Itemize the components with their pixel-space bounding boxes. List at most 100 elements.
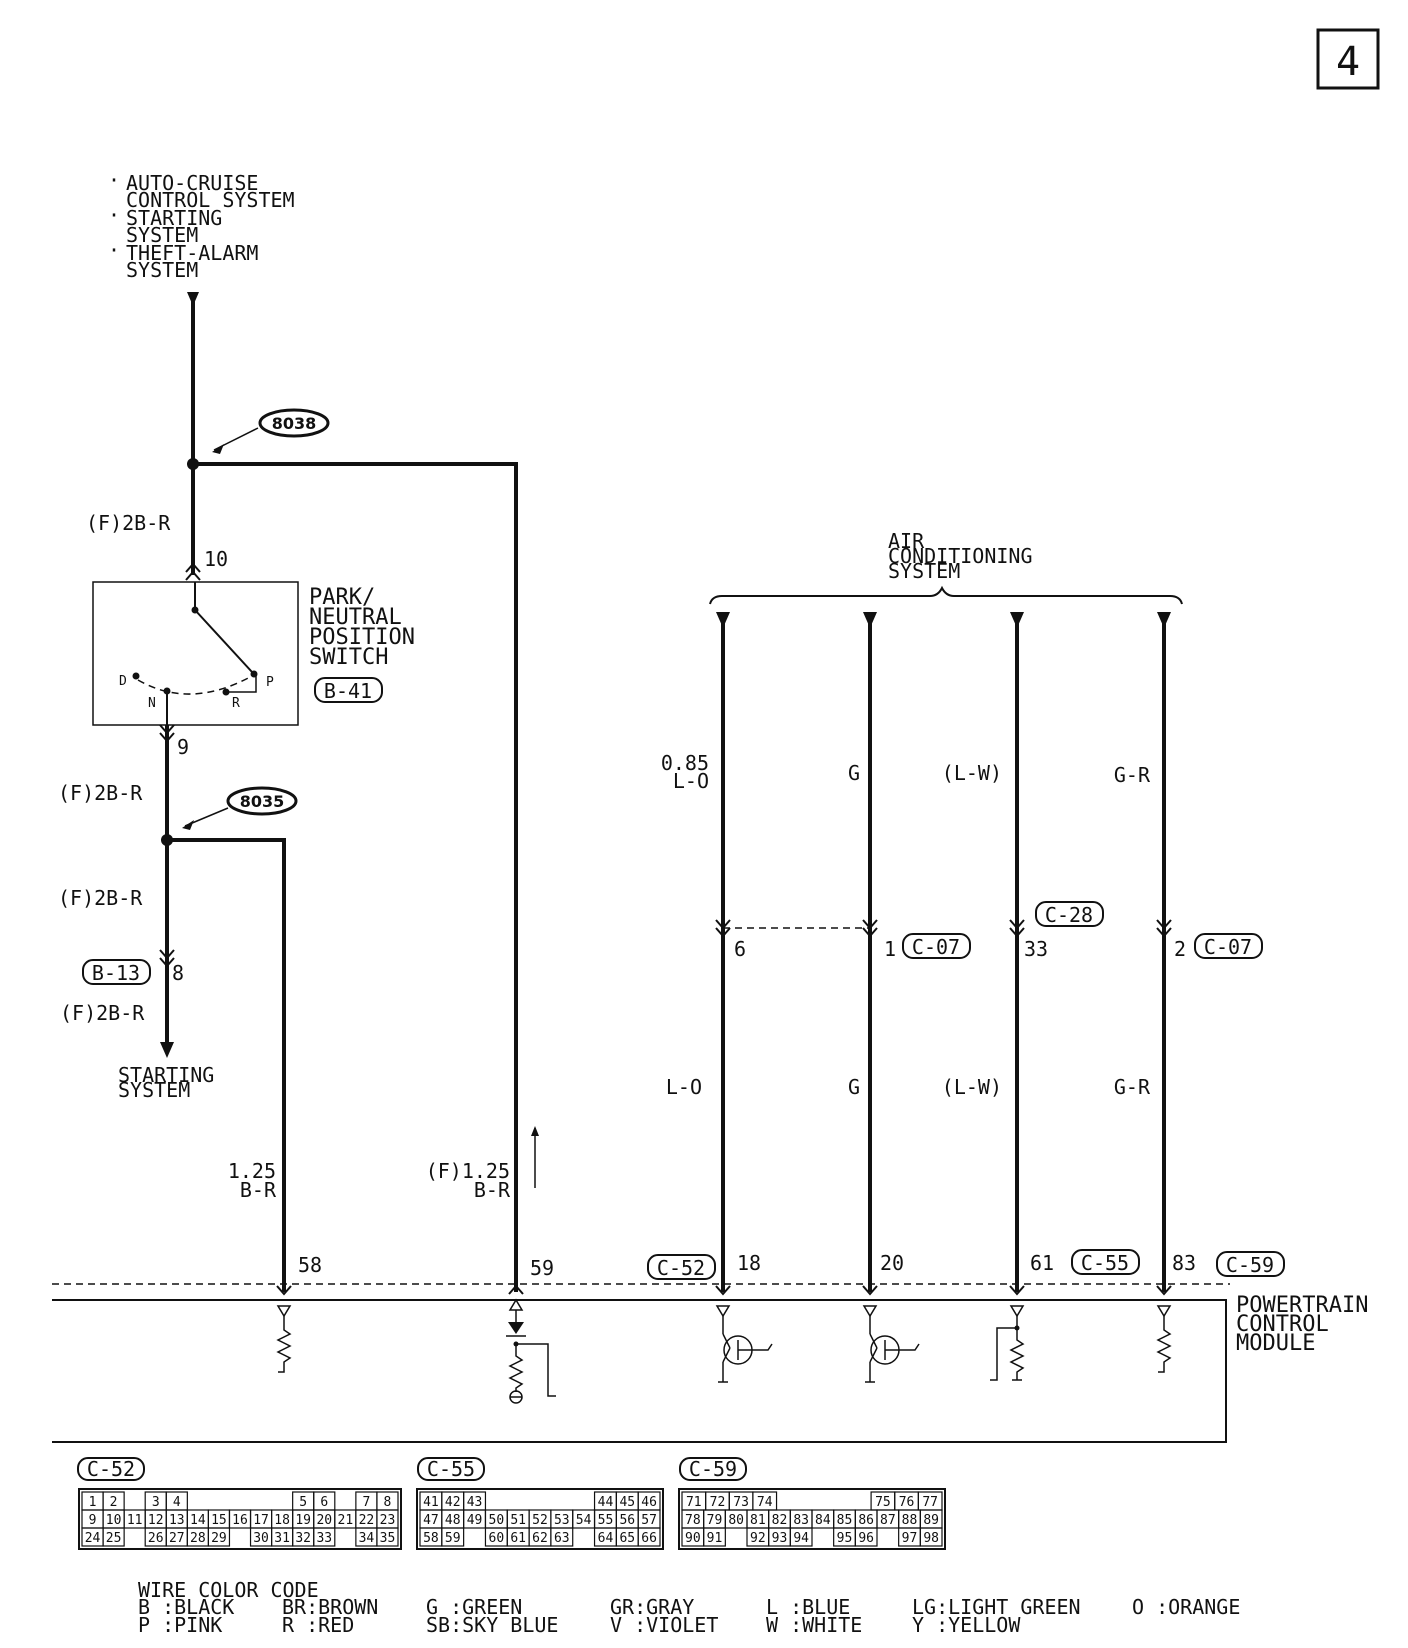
connector-pin-number: 94 — [793, 1531, 809, 1546]
connector-pin-number: 52 — [532, 1513, 548, 1528]
svg-text:·: · — [108, 238, 120, 262]
switch-pos-n: N — [148, 696, 156, 711]
connector-cell — [550, 1527, 574, 1547]
source-line-3: STARTING — [126, 206, 222, 230]
connector-pin-number: 9 — [89, 1513, 97, 1528]
ac-upper-4: G-R — [1114, 763, 1151, 787]
connector-pin-number: 51 — [510, 1513, 526, 1528]
ac-upper-3: (L-W) — [942, 761, 1002, 785]
connector-pin-number: 92 — [750, 1531, 766, 1546]
wire-label-to-starting: (F)2B-R — [60, 1001, 145, 1025]
svg-text:V :VIOLET: V :VIOLET — [610, 1613, 718, 1637]
connector-pin-number: 87 — [880, 1513, 896, 1528]
svg-text:R :RED: R :RED — [282, 1613, 354, 1637]
connector-pin-number: 61 — [510, 1531, 526, 1546]
wire-58-size: 1.25 — [228, 1159, 276, 1183]
connector-pin-number: 21 — [338, 1513, 354, 1528]
connector-pin-number: 16 — [232, 1513, 248, 1528]
connector-pin-number: 89 — [923, 1513, 939, 1528]
connector-pin-number: 25 — [106, 1531, 122, 1546]
connector-pin-number: 90 — [685, 1531, 701, 1546]
switch-pos-p: P — [266, 675, 274, 690]
connector-pin-number: 95 — [837, 1531, 853, 1546]
connector-pin-number: 57 — [641, 1513, 657, 1528]
connector-pin-number: 76 — [899, 1495, 915, 1510]
connector-table-title: C-52 — [87, 1457, 135, 1481]
wire-label-below-switch: (F)2B-R — [58, 781, 143, 805]
connector-pin-number: 35 — [380, 1531, 396, 1546]
connector-pin-number: 60 — [489, 1531, 505, 1546]
svg-text:P :PINK: P :PINK — [138, 1613, 222, 1637]
connector-pin-number: 93 — [772, 1531, 788, 1546]
connector-pin-number: 84 — [815, 1513, 831, 1528]
connector-pin-number: 10 — [106, 1513, 122, 1528]
pcm-internal-59 — [506, 1298, 556, 1404]
connector-pin-number: 83 — [793, 1513, 809, 1528]
wire-59-color: B-R — [474, 1178, 511, 1202]
ac-pin-6: 6 — [734, 937, 746, 961]
splice-8035: 8035 — [240, 792, 285, 811]
wire-59-size: (F)1.25 — [426, 1159, 510, 1183]
connector-pin-number: 65 — [619, 1531, 635, 1546]
svg-text:CONDITIONING: CONDITIONING — [888, 544, 1033, 568]
connector-c28: C-28 — [1045, 903, 1093, 927]
connector-pin-number: 72 — [710, 1495, 726, 1510]
connector-pin-number: 28 — [190, 1531, 206, 1546]
connector-cell — [637, 1527, 661, 1547]
connector-pin-number: 15 — [211, 1513, 227, 1528]
pcm-pin-59: 59 — [530, 1256, 554, 1280]
connector-c52: C-52 — [657, 1256, 705, 1280]
svg-text:SWITCH: SWITCH — [309, 645, 388, 670]
connector-pin-number: 14 — [190, 1513, 206, 1528]
svg-text:L :BLUE: L :BLUE — [766, 1595, 850, 1619]
switch-pos-d: D — [119, 674, 127, 689]
connector-cell — [376, 1527, 399, 1547]
ac-lower-1: L-O — [666, 1075, 702, 1099]
connector-pin-number: 43 — [467, 1495, 483, 1510]
svg-text:MODULE: MODULE — [1236, 1331, 1315, 1356]
splice-8038: 8038 — [272, 414, 317, 433]
connector-pin-number: 44 — [598, 1495, 614, 1510]
connector-pin-number: 49 — [467, 1513, 483, 1528]
page-number: 4 — [1336, 39, 1360, 85]
connector-pin-number: 46 — [641, 1495, 657, 1510]
svg-text:CONTROL: CONTROL — [1236, 1312, 1329, 1337]
connector-cell — [313, 1527, 336, 1547]
source-line-2: CONTROL SYSTEM — [126, 188, 295, 212]
source-line-6: SYSTEM — [126, 258, 198, 282]
b13-pin-8: 8 — [172, 961, 184, 985]
connector-pin-number: 41 — [423, 1495, 439, 1510]
connector-pin-number: 11 — [127, 1513, 143, 1528]
connector-pin-number: 81 — [750, 1513, 766, 1528]
connector-pin-number: 63 — [554, 1531, 570, 1546]
svg-text:W :WHITE: W :WHITE — [766, 1613, 862, 1637]
svg-text:·: · — [108, 203, 120, 227]
ac-upper-1a: 0.85 — [661, 751, 709, 775]
svg-text:POWERTRAIN: POWERTRAIN — [1236, 1293, 1368, 1318]
connector-pin-number: 32 — [295, 1531, 311, 1546]
svg-text:PARK/: PARK/ — [309, 585, 375, 610]
pcm-internal-58 — [276, 1305, 292, 1373]
connector-pin-number: 85 — [837, 1513, 853, 1528]
connector-pin-number: 20 — [316, 1513, 332, 1528]
svg-text:SB:SKY BLUE: SB:SKY BLUE — [426, 1613, 558, 1637]
connector-pin-number: 5 — [299, 1495, 307, 1510]
connector-table-frame — [678, 1488, 946, 1550]
connector-pin-number: 71 — [686, 1495, 702, 1510]
svg-text:SYSTEM: SYSTEM — [888, 559, 960, 583]
connector-pin-number: 98 — [923, 1531, 939, 1546]
connector-c59: C-59 — [1226, 1253, 1274, 1277]
pcm-pin-61: 61 — [1030, 1251, 1054, 1275]
connector-pin-number: 26 — [148, 1531, 164, 1546]
connector-table-title: C-55 — [427, 1457, 475, 1481]
connector-cell — [854, 1527, 878, 1547]
connector-pin-number: 56 — [619, 1513, 635, 1528]
left-lower-wiring: 9 (F)2B-R 8035 (F)2B-R B-13 8 (F)2B-R ST… — [58, 724, 539, 1292]
svg-text:B :BLACK: B :BLACK — [138, 1595, 234, 1619]
connector-pin-number: 64 — [598, 1531, 614, 1546]
connector-pin-number: 62 — [532, 1531, 548, 1546]
svg-text:AIR: AIR — [888, 529, 925, 553]
connector-pin-number: 54 — [576, 1513, 592, 1528]
